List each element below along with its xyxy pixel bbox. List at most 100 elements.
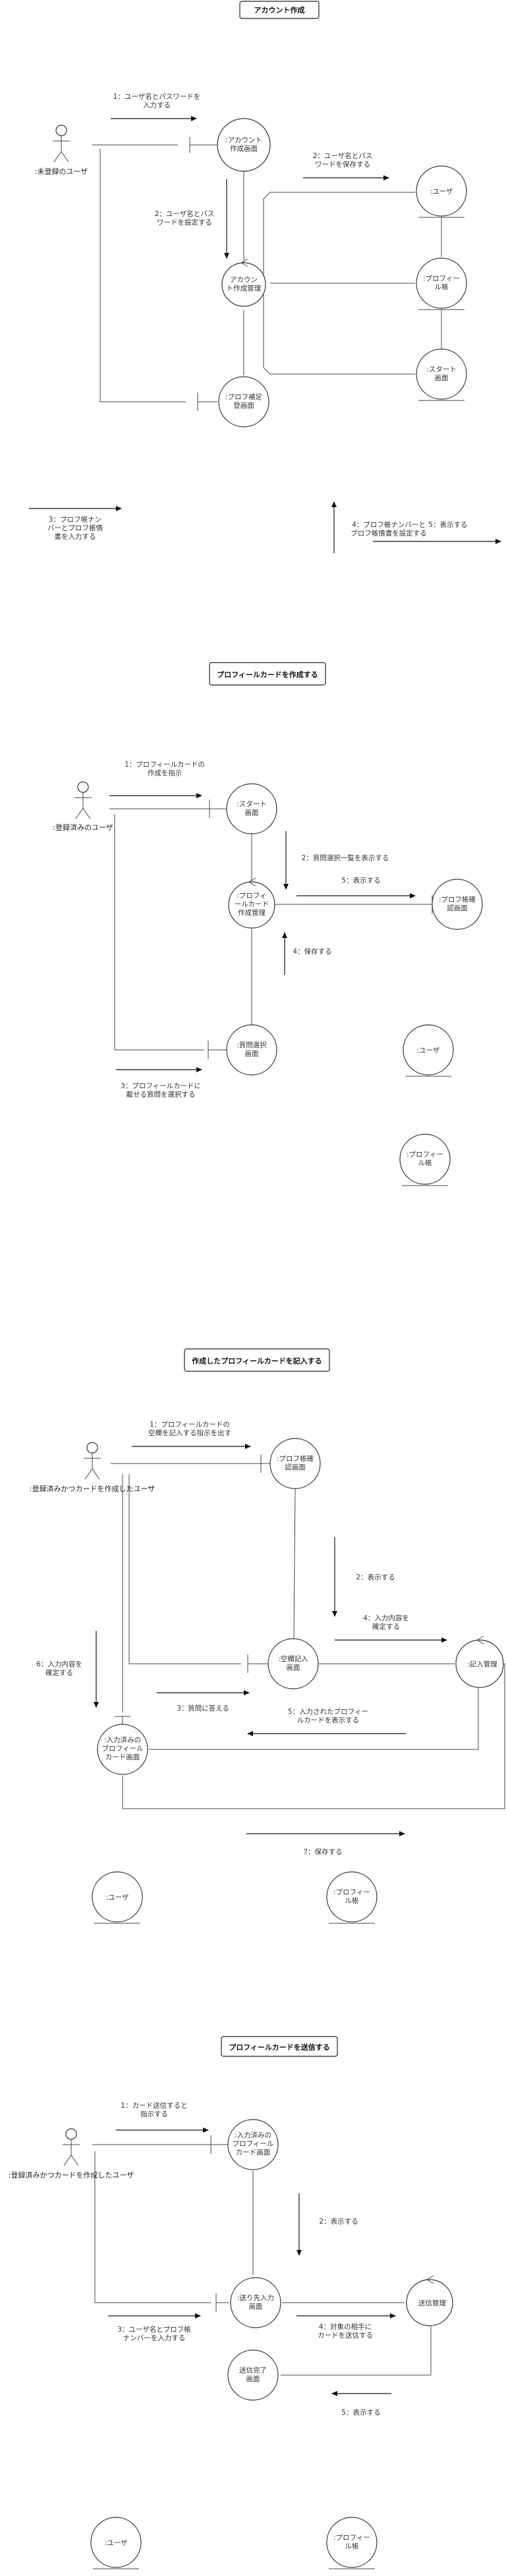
- object-label: プロフィール: [233, 2140, 274, 2148]
- message-3: 3：プロフィールカードに 載せる質問を選択する: [116, 1067, 202, 1099]
- object-label: :空欄記入: [278, 1655, 308, 1663]
- boundary-profile-book-confirm-screen: :プロフ帳確 認画面: [432, 879, 483, 930]
- entity-start-screen: :スタート 画面: [416, 348, 467, 401]
- message-2: 2：質問選択一覧を表示する: [283, 831, 389, 890]
- svg-text:カードを送信する: カードを送信する: [318, 2331, 373, 2340]
- object-label: 画面: [287, 1664, 300, 1672]
- svg-text:確定する: 確定する: [372, 1622, 400, 1631]
- actor-label: :登録済みかつカードを作成したユーザ: [30, 1484, 155, 1493]
- section-title: プロフィールカードを作成する: [217, 670, 318, 679]
- message-5: 5：表示する: [296, 876, 416, 898]
- object-label: 認画面: [447, 904, 468, 912]
- object-label: :プロフィ: [237, 892, 266, 900]
- message-1: 1：カード送信すると 指示する: [116, 2101, 209, 2133]
- entity-profile-book: :プロフィー ル帳: [399, 1134, 451, 1186]
- object-label: :記入管理: [467, 1660, 497, 1668]
- message-6: 6：入力内容を 確定する: [36, 1631, 99, 1708]
- boundary-destination-input-screen: :送り先入力 画面: [215, 2277, 281, 2328]
- entity-profile-book: :プロフィー ル帳: [326, 1871, 378, 1924]
- object-label: :アカウント: [225, 136, 262, 144]
- svg-text:バーとプロフ帳情: バーとプロフ帳情: [47, 524, 103, 532]
- entity-user: :ユーザ: [403, 1024, 454, 1077]
- svg-text:書を入力する: 書を入力する: [55, 532, 96, 541]
- message-4: 4：入力内容を 確定する: [335, 1614, 447, 1643]
- boundary-profile-register-screen: :プロフ補足 登画面: [197, 376, 269, 427]
- svg-text:4：保存する: 4：保存する: [293, 947, 331, 956]
- section-profile-card-create: プロフィールカードを作成する :登録済みのユーザ :スタート 画面 :プロフィ …: [53, 662, 483, 1186]
- boundary-send-complete-screen: 送信完了 画面: [227, 2349, 279, 2401]
- svg-text:3：プロフ帳ナン: 3：プロフ帳ナン: [49, 515, 101, 524]
- message-7: 7：保存する: [246, 1831, 405, 1856]
- object-label: :プロフ帳確: [277, 1454, 314, 1463]
- object-label: :スタート: [237, 800, 267, 808]
- svg-text:プロフ帳情書を設定する: プロフ帳情書を設定する: [351, 529, 427, 537]
- boundary-start-screen: :スタート 画面: [209, 783, 277, 835]
- message-2b: 2：ユーザ名とパス ワードを保存する: [303, 151, 389, 180]
- message-1: 1：ユーザ名とパスワードを 入力する: [111, 92, 200, 121]
- entity-user: :ユーザ: [90, 2517, 142, 2569]
- object-label: :プロフィー: [407, 1151, 443, 1159]
- svg-text:入力する: 入力する: [143, 101, 171, 109]
- boundary-filled-card-screen: :入力済みの プロフィール カード画面: [97, 1716, 148, 1775]
- message-2: 2：表示する: [296, 2193, 358, 2256]
- entity-profile-book: :プロフィー ル帳: [416, 258, 467, 310]
- object-label: :プロフィー: [333, 2534, 370, 2542]
- boundary-question-select-screen: :質問選択 画面: [208, 1024, 277, 1076]
- entity-user: :ユーザ: [416, 165, 467, 218]
- svg-text:ワードを保存する: ワードを保存する: [315, 160, 370, 169]
- object-label: 画面: [245, 1050, 259, 1058]
- object-label: ールカード: [235, 900, 269, 908]
- boundary-profile-book-confirm-screen: :プロフ帳確 認画面: [260, 1438, 321, 1489]
- svg-text:7：保存する: 7：保存する: [303, 1848, 342, 1856]
- object-label: 作成画面: [230, 145, 258, 153]
- actor-label: :未登録のユーザ: [35, 167, 88, 176]
- object-label: 認画面: [285, 1463, 306, 1471]
- message-5: 5：入力されたプロフィー ルカードを表示する: [247, 1707, 406, 1736]
- svg-text:1：プロフィールカードの: 1：プロフィールカードの: [125, 761, 205, 769]
- message-5: 5：表示する: [331, 2391, 391, 2417]
- object-label: プロフィール: [102, 1745, 144, 1753]
- message-3: 3：プロフ帳ナン バーとプロフ帳情 書を入力する: [29, 506, 122, 541]
- object-label: :スタート: [426, 366, 457, 373]
- svg-text:5：表示する: 5：表示する: [341, 876, 380, 885]
- object-label: ル帳: [345, 2542, 359, 2550]
- object-label: 登画面: [233, 401, 254, 410]
- svg-text:4：対象の相手に: 4：対象の相手に: [319, 2322, 372, 2331]
- svg-text:1：ユーザ名とパスワードを: 1：ユーザ名とパスワードを: [113, 92, 200, 101]
- control-profile-card-create-manager: :プロフィ ールカード 作成管理: [228, 877, 275, 929]
- actor-registered-user: :登録済みのユーザ: [53, 781, 113, 832]
- actor-label: :登録済みのユーザ: [53, 823, 113, 832]
- object-label: :ユーザ: [106, 1894, 129, 1902]
- control-send-manager: 送信管理: [406, 2275, 453, 2326]
- entity-profile-book: :プロフィー ル帳: [326, 2517, 378, 2569]
- svg-text:4：プロフ帳ナンバーと: 4：プロフ帳ナンバーと: [352, 520, 426, 529]
- svg-text:空欄を記入する指示を出す: 空欄を記入する指示を出す: [148, 1429, 231, 1437]
- section-header-box: [184, 1348, 330, 1372]
- message-4: 4：保存する: [282, 932, 332, 975]
- boundary-filled-card-screen: :入力済みの プロフィール カード画面: [210, 2119, 279, 2170]
- object-label: :入力済みの: [104, 1736, 141, 1744]
- section-header-box: [209, 662, 326, 686]
- section-account-create: アカウント作成 :未登録のユーザ :アカウント 作成画面: [29, 1, 501, 553]
- message-1: 1：プロフィールカードの 作成を指示: [109, 761, 205, 798]
- actor-unregistered-user: :未登録のユーザ: [35, 124, 88, 176]
- svg-text:1：カード送信すると: 1：カード送信すると: [121, 2101, 187, 2110]
- svg-text:4：入力内容を: 4：入力内容を: [363, 1614, 409, 1622]
- message-4: 4：プロフ帳ナンバーと プロフ帳情書を設定する: [331, 501, 427, 553]
- message-4: 4：対象の相手に カードを送信する: [296, 2313, 396, 2340]
- message-2: 2：表示する: [332, 1537, 395, 1617]
- svg-text:3：ユーザ名とプロフ帳: 3：ユーザ名とプロフ帳: [117, 2325, 191, 2334]
- svg-text:1：プロフィールカードの: 1：プロフィールカードの: [150, 1421, 230, 1429]
- section-title: アカウント作成: [254, 5, 305, 14]
- section-title: 作成したプロフィールカードを記入する: [192, 1356, 322, 1365]
- actor-label: :登録済みかつカードを作成したユーザ: [9, 2170, 134, 2179]
- object-label: 画面: [435, 374, 449, 382]
- message-2: 2：ユーザ名とパス ワードを設定する: [155, 179, 229, 259]
- object-label: :ユーザ: [105, 2539, 128, 2547]
- object-label: 送信完了: [239, 2366, 267, 2374]
- message-5: 5：表示する: [373, 520, 501, 544]
- object-label: ル帳: [345, 1896, 359, 1905]
- svg-text:ワードを設定する: ワードを設定する: [157, 218, 212, 227]
- svg-text:5：表示する: 5：表示する: [341, 2408, 380, 2417]
